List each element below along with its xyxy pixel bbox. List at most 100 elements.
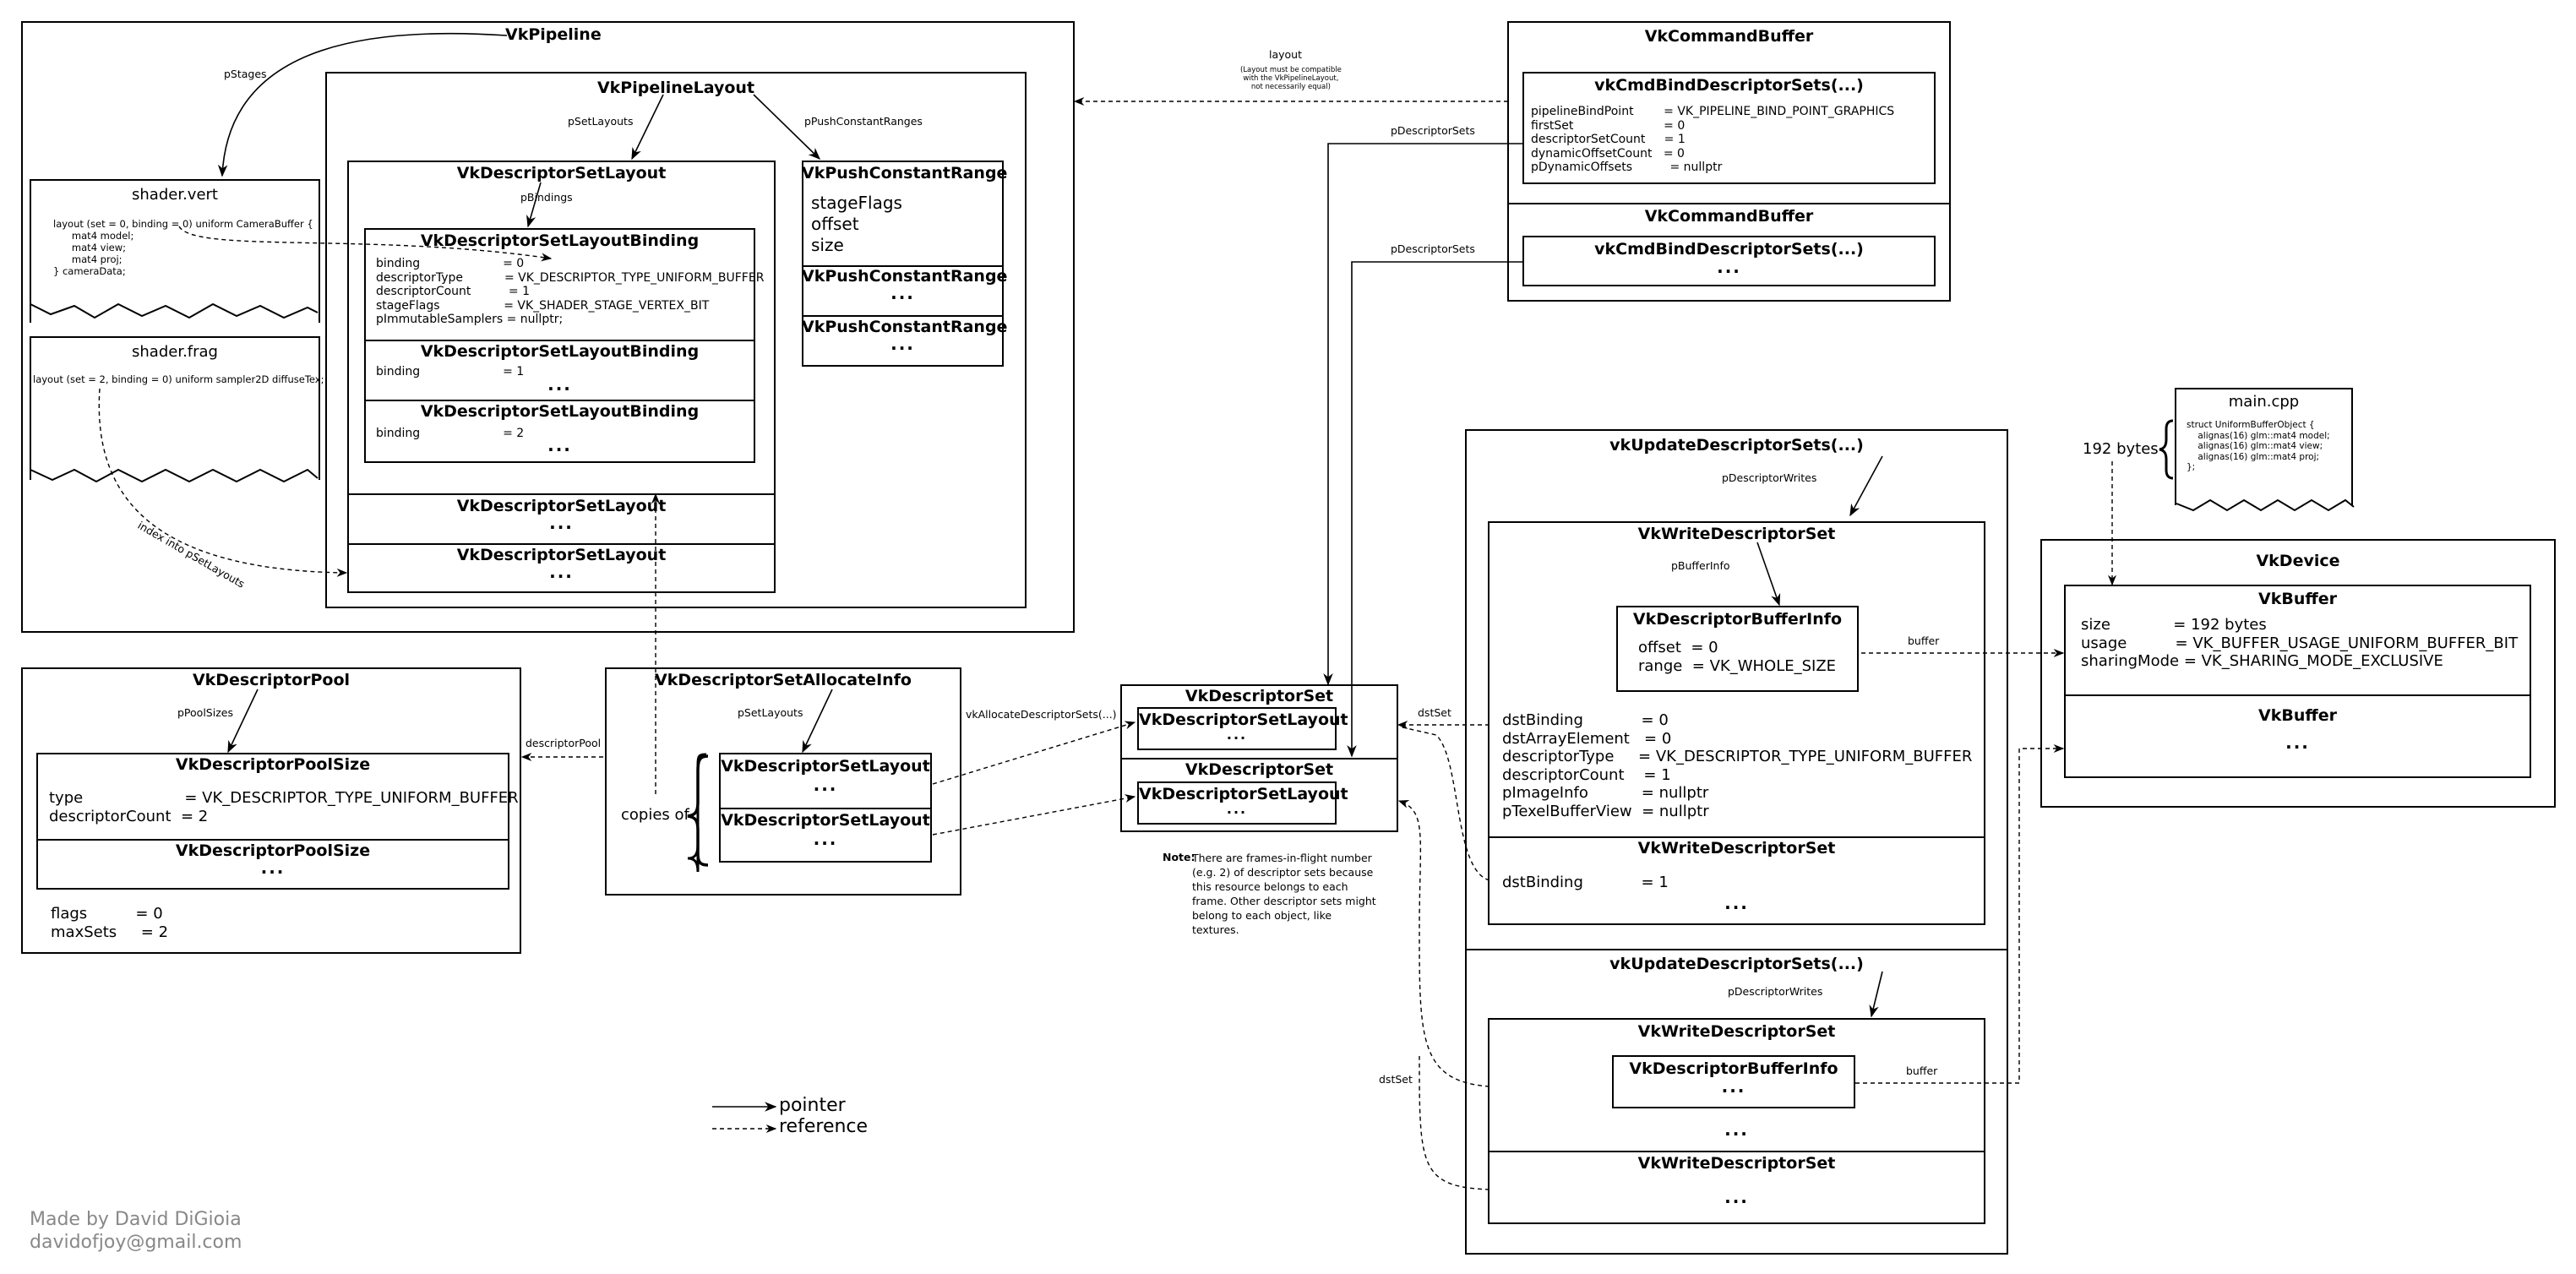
descriptor-set-layout-box: VkDescriptorSetLayout <box>347 161 776 593</box>
write-descriptor-set-4-ellipsis: ... <box>1724 1187 1749 1207</box>
author-credit: Made by David DiGioia davidofjoy@gmail.c… <box>30 1209 242 1253</box>
layout-note-sub: (Layout must be compatible with the VkPi… <box>1240 66 1342 91</box>
layout-binding-1-ellipsis: ... <box>547 374 572 395</box>
descriptor-set-layout-3-title: VkDescriptorSetLayout <box>456 546 667 564</box>
push-constant-range-3-title: VkPushConstantRange <box>802 318 1008 336</box>
pdescriptorsets-label-1: pDescriptorSets <box>1391 124 1475 137</box>
descriptor-buffer-info-1: VkDescriptorBufferInfo offset = 0 range … <box>1616 606 1859 692</box>
layout-binding-0-title: VkDescriptorSetLayoutBinding <box>420 231 700 250</box>
ppushconstantranges-label: pPushConstantRanges <box>804 115 923 128</box>
descriptor-buffer-info-1-title: VkDescriptorBufferInfo <box>1632 610 1843 629</box>
arrow-pstages <box>217 32 508 177</box>
shader-frag-torn-edge <box>30 468 319 483</box>
layout-binding-0-props: binding = 0 descriptorType = VK_DESCRIPT… <box>376 257 765 326</box>
shader-vert-filename: shader.vert <box>132 186 218 204</box>
divider <box>364 400 755 401</box>
cmd-bind-descriptor-sets-2: vkCmdBindDescriptorSets(...) ... <box>1522 236 1936 286</box>
divider <box>347 543 776 545</box>
buffer-2-title: VkBuffer <box>2258 706 2337 725</box>
pipeline-layout-box: VkPipelineLayout <box>325 72 1027 608</box>
arrow-pdescriptorsets-2 <box>1347 261 1522 758</box>
arrow-pdescriptorsets-1 <box>1323 143 1522 686</box>
layout-binding-1-props: binding = 1 <box>376 365 525 378</box>
shader-frag-file: shader.frag layout (set = 2, binding = 0… <box>30 336 324 480</box>
layout-binding-2-title: VkDescriptorSetLayoutBinding <box>420 402 700 421</box>
cmd-bind-descriptor-sets-2-ellipsis: ... <box>1717 257 1741 277</box>
write-descriptor-set-2-ellipsis: ... <box>1724 893 1749 913</box>
ref-camera-binding <box>178 226 553 262</box>
push-constant-ranges-box <box>802 161 1004 367</box>
buffer-1-title: VkBuffer <box>2258 590 2337 608</box>
arrow-ppushconstantranges <box>753 94 821 161</box>
alloc-layout-2-ellipsis: ... <box>813 829 838 849</box>
write-descriptor-set-1-props: dstBinding = 0 dstArrayElement = 0 descr… <box>1502 711 1973 820</box>
descriptor-set-layout-3-ellipsis: ... <box>549 562 574 582</box>
arrow-pbindings <box>526 182 542 228</box>
pdescriptorwrites-label-2: pDescriptorWrites <box>1728 985 1823 998</box>
allocate-descriptor-sets-label: vkAllocateDescriptorSets(...) <box>966 708 1117 721</box>
main-cpp-torn-edge <box>2176 498 2355 512</box>
layout-binding-1-title: VkDescriptorSetLayoutBinding <box>420 342 700 361</box>
descriptor-set-1-layout-ellipsis: ... <box>1226 727 1248 743</box>
descriptor-set-layout-title: VkDescriptorSetLayout <box>456 164 667 182</box>
push-constant-range-props: stageFlags offset size <box>811 193 902 255</box>
write-descriptor-sets-1-box <box>1488 521 1985 925</box>
descriptor-set-layout-2-ellipsis: ... <box>549 513 574 533</box>
pool-size-2-ellipsis: ... <box>260 858 286 878</box>
divider <box>2064 694 2531 696</box>
shader-vert-torn-edge <box>30 302 319 319</box>
layout-binding-2-props: binding = 2 <box>376 427 525 440</box>
shader-vert-code: layout (set = 0, binding = 0) uniform Ca… <box>53 218 313 277</box>
main-cpp-size-label: 192 bytes <box>2083 440 2159 458</box>
pdescriptorwrites-label-1: pDescriptorWrites <box>1722 471 1817 484</box>
pool-size-2-title: VkDescriptorPoolSize <box>175 841 371 860</box>
note-text: There are frames-in-flight number (e.g. … <box>1192 852 1376 936</box>
divider <box>1488 836 1985 838</box>
divider <box>1120 758 1398 760</box>
divider <box>719 808 932 809</box>
main-cpp-code: struct UniformBufferObject { alignas(16)… <box>2187 420 2330 472</box>
descriptor-pool-props: flags = 0 maxSets = 2 <box>51 905 169 941</box>
divider <box>36 839 509 841</box>
arrow-ppoolsizes <box>227 689 259 754</box>
descriptor-pool-title: VkDescriptorPool <box>192 671 351 689</box>
layout-bindings-box <box>364 228 755 463</box>
push-constant-range-title: VkPushConstantRange <box>802 164 1008 182</box>
divider <box>802 315 1004 317</box>
descriptor-buffer-info-2-ellipsis: ... <box>1721 1076 1746 1097</box>
dstset-label-2: dstSet <box>1379 1073 1413 1086</box>
pbindings-label: pBindings <box>520 191 573 204</box>
descriptor-set-1-title: VkDescriptorSet <box>1185 687 1334 705</box>
ref-index-into-setlayouts <box>98 388 348 577</box>
layout-note-title: layout <box>1269 48 1303 61</box>
device-buffers-box <box>2064 585 2531 778</box>
update-descriptor-sets-2-title: vkUpdateDescriptorSets(...) <box>1609 955 1864 973</box>
write-descriptor-set-3-ellipsis: ... <box>1724 1119 1749 1140</box>
main-cpp-file: main.cpp struct UniformBufferObject { al… <box>2175 388 2353 505</box>
dstset-label-1: dstSet <box>1418 706 1451 719</box>
push-constant-range-3-ellipsis: ... <box>890 334 915 354</box>
descriptor-set-2-layout-title: VkDescriptorSetLayout <box>1139 785 1348 803</box>
shader-frag-code: layout (set = 2, binding = 0) uniform sa… <box>33 373 324 385</box>
alloc-psetlayouts-label: pSetLayouts <box>738 706 803 719</box>
device-title: VkDevice <box>2256 552 2340 570</box>
ref-dstset-2 <box>1398 726 1490 881</box>
device-box: VkDevice <box>2040 539 2556 808</box>
shader-vert-file: shader.vert layout (set = 0, binding = 0… <box>30 179 320 323</box>
arrow-pdescriptorwrites-1 <box>1849 455 1883 517</box>
descriptor-pool-box: VkDescriptorPool flags = 0 maxSets = 2 <box>21 667 521 954</box>
allocate-info-box: VkDescriptorSetAllocateInfo <box>605 667 961 896</box>
ppoolsizes-label: pPoolSizes <box>177 706 233 719</box>
ref-alloc-set2 <box>932 794 1136 836</box>
descriptor-buffer-info-2: VkDescriptorBufferInfo ... <box>1612 1055 1855 1108</box>
cmd-bind-descriptor-sets-1: vkCmdBindDescriptorSets(...) pipelineBin… <box>1522 72 1936 184</box>
cmd-bind-descriptor-sets-2-title: vkCmdBindDescriptorSets(...) <box>1594 240 1864 259</box>
pipeline-box <box>21 21 1075 633</box>
update-descriptor-sets-1-title: vkUpdateDescriptorSets(...) <box>1609 436 1864 455</box>
write-descriptor-set-2-title: VkWriteDescriptorSet <box>1637 839 1836 858</box>
arrow-pbufferinfo <box>1756 542 1781 607</box>
alloc-layout-1-ellipsis: ... <box>813 775 838 795</box>
legend-reference-label: reference <box>779 1116 869 1137</box>
descriptor-set-2-layout-ellipsis: ... <box>1226 801 1248 817</box>
pdescriptorsets-label-2: pDescriptorSets <box>1391 242 1475 255</box>
